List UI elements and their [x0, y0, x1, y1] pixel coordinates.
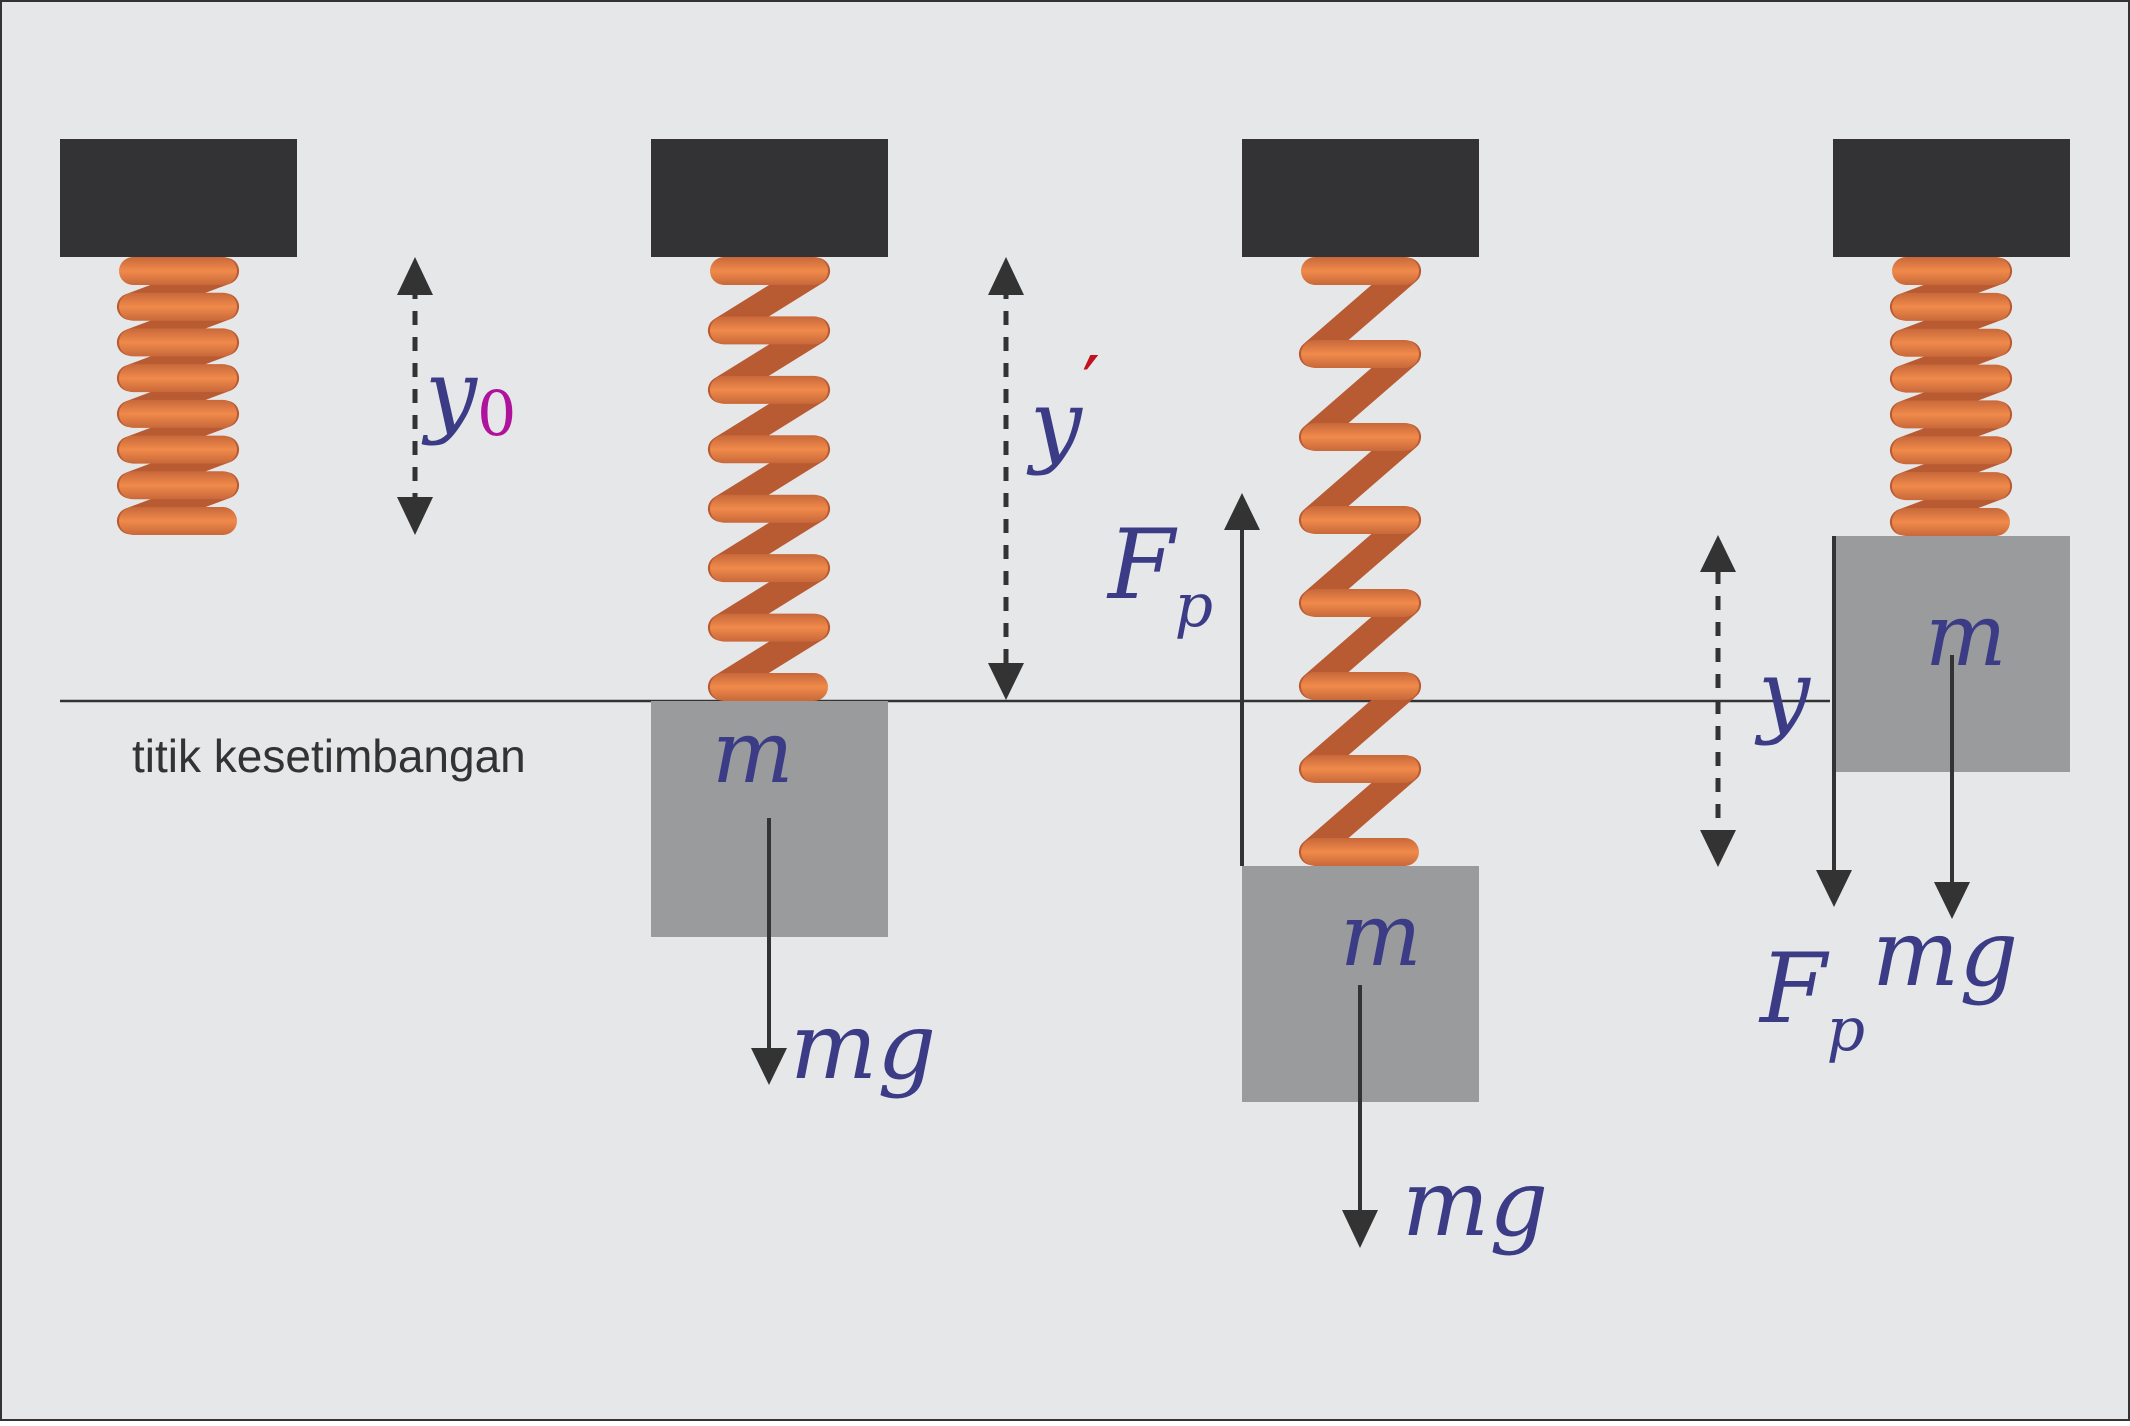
panel-unloaded: y0	[60, 139, 516, 535]
spring-coil	[119, 364, 237, 393]
spring-coil	[1892, 364, 2010, 393]
spring-coil	[1892, 257, 2010, 285]
spring-coil	[1301, 423, 1419, 451]
spring-force-subscript: p	[1827, 995, 1865, 1065]
spring-coil	[1301, 838, 1419, 866]
spring	[116, 257, 240, 535]
yprime-label: y′	[1026, 339, 1100, 477]
panel-compressed: m mg Fp y	[1700, 139, 2070, 1065]
y-label: y	[1754, 640, 1811, 747]
spring-coil	[119, 292, 237, 321]
spring-force-label: Fp	[1106, 509, 1213, 641]
ceiling-support	[651, 139, 888, 257]
spring-coil	[1301, 755, 1419, 783]
spring-coil	[710, 435, 828, 464]
mass-label: m	[1925, 586, 2007, 686]
weight-label: mg	[790, 993, 936, 1100]
y0-arrow-up	[397, 257, 433, 295]
mass-label: m	[1340, 886, 1422, 986]
equilibrium-label: titik kesetimbangan	[132, 730, 526, 782]
spring-force-arrow-head	[1816, 870, 1852, 907]
weight-label: mg	[1872, 900, 2018, 1007]
ceiling-support	[1242, 139, 1479, 257]
yprime-arrow-up	[988, 257, 1024, 295]
spring-coil	[119, 399, 237, 428]
spring-coil	[710, 554, 828, 583]
spring-coil	[1892, 328, 2010, 357]
spring-coil	[1892, 400, 2010, 429]
spring-coil	[710, 316, 828, 345]
spring-coil	[710, 257, 828, 285]
y-arrow-up	[1700, 535, 1736, 572]
mass-label: m	[712, 703, 794, 803]
spring-coil	[1892, 472, 2010, 501]
ceiling-support	[60, 139, 297, 257]
spring-coil	[710, 613, 828, 642]
yprime-mark: ′	[1082, 339, 1100, 432]
spring	[1298, 257, 1422, 866]
ceiling-support	[1833, 139, 2070, 257]
spring	[1889, 257, 2013, 536]
spring-coil	[119, 257, 237, 285]
spring-coil	[1301, 589, 1419, 617]
spring-coil	[1301, 257, 1419, 285]
spring-coil	[1301, 672, 1419, 700]
spring-coil	[119, 507, 237, 535]
spring-force-arrow-head	[1224, 493, 1260, 530]
weight-arrow-head	[751, 1048, 787, 1085]
panel-stretched: m mg Fp	[1106, 139, 1548, 1257]
spring-coil	[1301, 340, 1419, 368]
y0-subscript: 0	[477, 377, 516, 450]
spring-coil	[119, 471, 237, 500]
spring-coil	[1301, 506, 1419, 534]
spring-coil	[1892, 436, 2010, 465]
spring	[707, 257, 831, 701]
spring-coil	[710, 494, 828, 523]
spring-coil	[119, 328, 237, 357]
spring-force-subscript: p	[1175, 571, 1213, 641]
weight-arrow-head	[1934, 882, 1970, 919]
spring-coil	[710, 375, 828, 404]
spring-coil	[119, 435, 237, 464]
spring-coil	[1892, 508, 2010, 536]
weight-label: mg	[1402, 1150, 1548, 1257]
panel-equilibrium: m mg y′	[651, 139, 1100, 1100]
spring-force-label: Fp	[1758, 933, 1865, 1065]
yprime-arrow-down	[988, 663, 1024, 700]
y0-label: y0	[421, 340, 516, 450]
spring-coil	[1892, 292, 2010, 321]
y0-arrow-down	[397, 497, 433, 535]
spring-coil	[710, 673, 828, 701]
weight-arrow-head	[1342, 1210, 1378, 1248]
y-arrow-down	[1700, 830, 1736, 867]
